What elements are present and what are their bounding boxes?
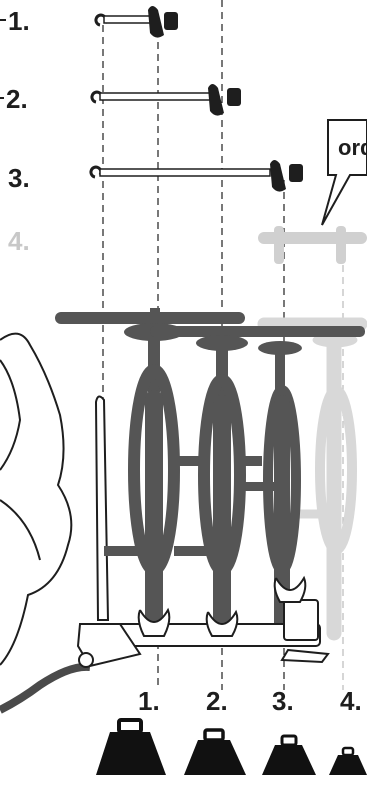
bike-4-crank <box>299 509 331 519</box>
bike-2-hub <box>236 456 262 466</box>
bike-3-seatpost <box>275 348 285 398</box>
callout-text: ord <box>338 135 367 160</box>
position-label-2: 2. <box>206 686 228 716</box>
strap-2 <box>90 84 241 116</box>
bike-4-wheel <box>315 385 357 555</box>
strap-buckle-icon <box>270 160 286 192</box>
strap-clamp <box>227 88 241 106</box>
rack-light <box>283 599 319 641</box>
car-window <box>0 359 22 471</box>
strap-band <box>103 15 155 24</box>
rack-foot <box>280 648 330 664</box>
handlebar-grip-left <box>274 226 284 264</box>
position-label-3: 3. <box>272 686 294 716</box>
strap-band <box>99 168 271 177</box>
strap-clamp <box>164 12 178 30</box>
bike-3-crank <box>244 482 274 491</box>
bike-1-hub <box>170 456 200 466</box>
rack-wheel <box>78 652 94 668</box>
rack-mast <box>94 395 110 621</box>
bike-3-frame <box>274 395 290 635</box>
speech-bubble <box>321 119 367 226</box>
wheel-holder-2 <box>205 609 239 637</box>
strap-buckle-icon <box>148 6 164 38</box>
position-label-1: 1. <box>138 686 160 716</box>
strap-clamp <box>289 164 303 182</box>
bike-3 <box>244 341 302 635</box>
bike-2-crank <box>174 546 210 556</box>
callout-bubble: ord <box>321 119 367 226</box>
mast-tube <box>94 395 110 621</box>
car-body-outline <box>0 332 73 666</box>
car-detail <box>0 499 41 561</box>
strap-label-4: 4. <box>8 226 30 256</box>
rack-base <box>76 575 330 668</box>
car-rear <box>0 332 91 714</box>
strap-band <box>99 92 211 101</box>
bike-1 <box>55 308 245 640</box>
strap-buckle-icon <box>208 84 224 116</box>
position-label-4: 4. <box>340 686 362 716</box>
handlebar-4-faded <box>258 226 367 264</box>
bike-1-crank <box>104 546 144 556</box>
strap-3 <box>89 160 303 192</box>
weight-icon <box>329 746 367 775</box>
weight-icon <box>96 718 166 775</box>
strap-label-3: 3. <box>8 163 30 193</box>
wheel-holder-3 <box>273 575 307 603</box>
bike-1-stem <box>150 308 160 328</box>
bike-4-frame <box>326 339 342 641</box>
weight-icon <box>184 728 246 775</box>
strap-label-1: 1. <box>8 6 30 36</box>
handlebar-grip-right <box>336 226 346 264</box>
car-bumper <box>0 662 91 714</box>
bike-2-frame <box>213 395 231 640</box>
bike-2-handlebar <box>150 326 365 337</box>
bike-2 <box>150 326 365 640</box>
weights <box>96 718 367 775</box>
bike-1-frame <box>145 390 163 640</box>
rack-hitch <box>76 623 142 668</box>
position-labels: 1. 2. 3. 4. <box>138 686 362 716</box>
strap-1 <box>94 6 178 38</box>
strap-labels: 1. 2. 3. 4. <box>0 6 30 256</box>
strap-label-2: 2. <box>6 84 28 114</box>
wheel-holder-1 <box>137 607 171 637</box>
weight-icon <box>262 734 316 775</box>
